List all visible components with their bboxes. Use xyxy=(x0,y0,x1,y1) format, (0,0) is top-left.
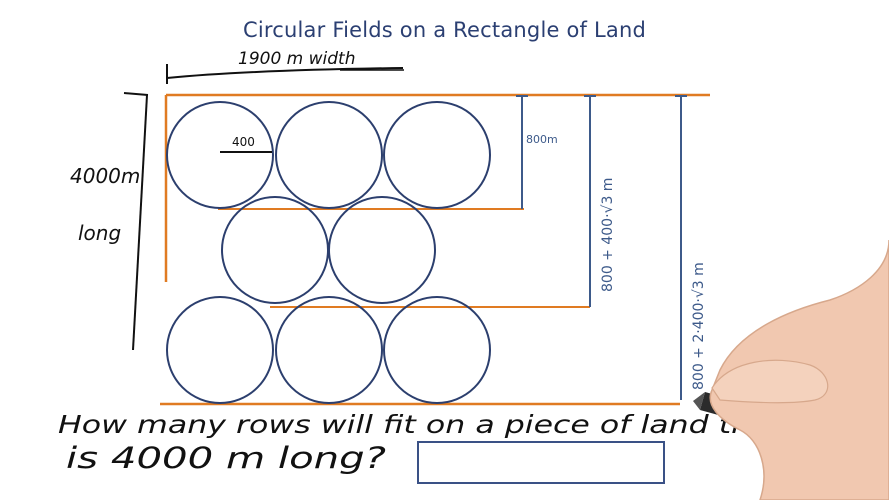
length-tick xyxy=(123,92,149,96)
length-line xyxy=(132,94,148,351)
circle-field xyxy=(166,296,274,404)
width-arrow-line xyxy=(166,67,404,79)
circle-field xyxy=(275,296,383,404)
question-line2: is 4000 m long? xyxy=(66,441,386,475)
length-word-label: long xyxy=(78,221,121,245)
dim2-label: 800 + 400·√3 m xyxy=(600,178,616,292)
circle-field xyxy=(328,196,436,304)
finger-shape xyxy=(711,359,829,404)
dim3-label: 800 + 2·400·√3 m xyxy=(691,262,707,390)
answer-input[interactable] xyxy=(417,441,665,484)
width-label: 1900 m width xyxy=(238,49,356,69)
radius-label: 400 xyxy=(232,135,255,149)
circle-field xyxy=(383,101,491,209)
circle-field xyxy=(221,196,329,304)
hand-with-pen-illustration xyxy=(693,239,889,500)
pen-tip xyxy=(693,392,705,410)
diagram-title: Circular Fields on a Rectangle of Land xyxy=(242,18,646,42)
circular-fields xyxy=(166,101,491,404)
length-value-label: 4000m xyxy=(70,164,140,188)
question-line1: How many rows will fit on a piece of lan… xyxy=(58,410,785,439)
circle-field xyxy=(166,101,274,209)
circle-field xyxy=(275,101,383,209)
dim1-label: 800m xyxy=(526,133,558,146)
circle-field xyxy=(383,296,491,404)
